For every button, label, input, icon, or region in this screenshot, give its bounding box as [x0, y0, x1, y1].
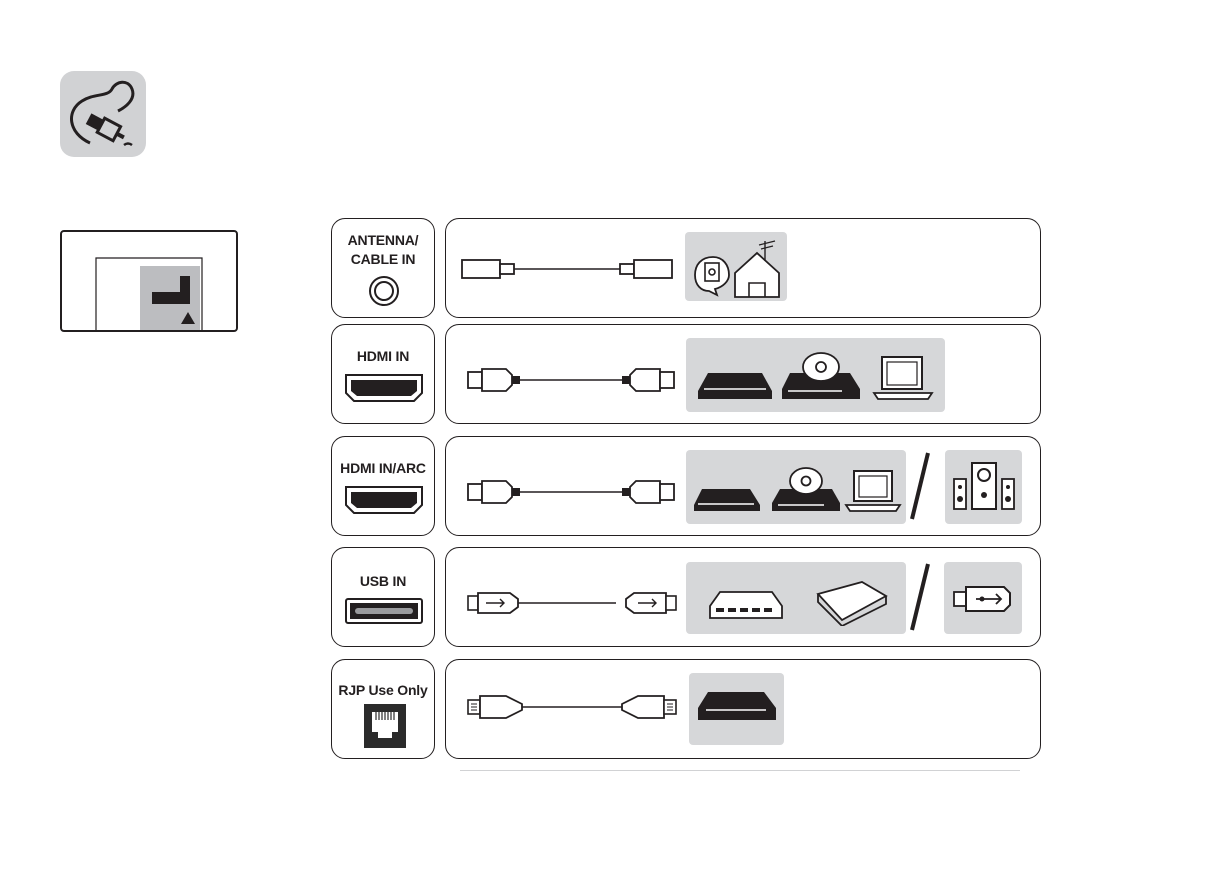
or-slash-icon — [908, 451, 932, 521]
usb-hub-drive-icon — [698, 572, 898, 626]
or-slash-usb-icon — [908, 562, 932, 632]
bluray-dvd-laptop-arc-icon — [690, 459, 904, 517]
speaker-system-icon — [950, 457, 1018, 517]
port-card-hdmi-arc: HDMI IN/ARC — [331, 436, 435, 536]
connection-row-hdmi — [445, 324, 1041, 424]
port-label-antenna-line1: ANTENNA/ — [332, 231, 434, 249]
hdmi-arc-port-icon — [343, 484, 425, 516]
port-card-usb: USB IN — [331, 547, 435, 647]
wall-antenna-house-icon — [691, 235, 785, 299]
port-label-antenna-line2: CABLE IN — [332, 250, 434, 268]
usb-flash-drive-icon — [952, 584, 1014, 614]
connection-row-usb — [445, 547, 1041, 647]
bluray-dvd-laptop-icon — [694, 347, 940, 405]
port-card-hdmi: HDMI IN — [331, 324, 435, 424]
hdmi-port-icon — [343, 372, 425, 404]
bottom-divider — [460, 770, 1020, 771]
connection-row-antenna — [445, 218, 1041, 318]
rj-cable-icon — [466, 690, 678, 724]
port-label-usb: USB IN — [332, 572, 434, 590]
rj45-port-icon — [362, 702, 408, 750]
tv-rear-panel-icon — [60, 230, 238, 332]
hdmi-arc-cable-icon — [466, 477, 676, 507]
rjp-device-icon — [694, 686, 780, 728]
coax-port-icon — [368, 275, 400, 307]
connection-row-hdmi-arc — [445, 436, 1041, 536]
port-label-hdmi: HDMI IN — [332, 347, 434, 365]
usb-port-icon — [343, 596, 425, 626]
port-card-rjp: RJP Use Only — [331, 659, 435, 759]
cable-plug-icon — [60, 71, 146, 157]
usb-cable-icon — [466, 588, 678, 618]
port-card-antenna: ANTENNA/ CABLE IN — [331, 218, 435, 318]
coax-cable-icon — [460, 255, 674, 283]
port-label-rjp: RJP Use Only — [332, 681, 434, 699]
port-label-hdmi-arc: HDMI IN/ARC — [332, 459, 434, 477]
connection-row-rjp — [445, 659, 1041, 759]
hdmi-cable-icon — [466, 365, 676, 395]
